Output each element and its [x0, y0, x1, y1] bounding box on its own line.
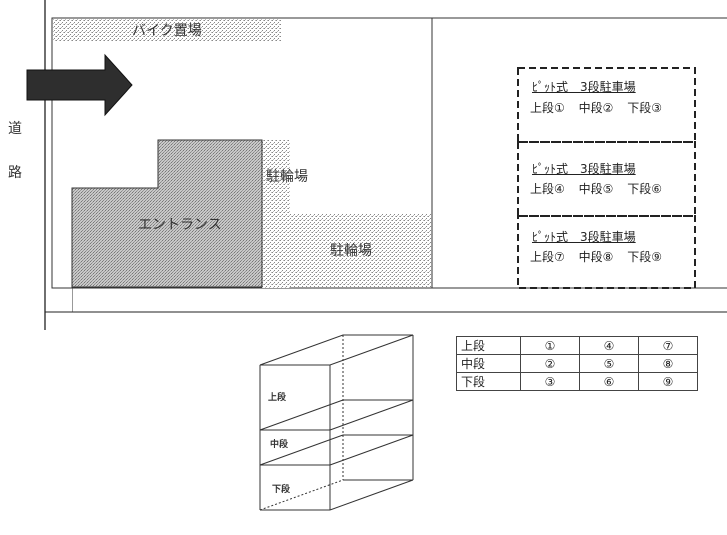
- table-cell: ②: [520, 354, 580, 373]
- three-level-box-diagram: [259, 334, 414, 511]
- inner-drive-line: [72, 288, 73, 312]
- table-row-header: 下段: [456, 372, 521, 391]
- parking-unit-slots-3: 上段⑦ 中段⑧ 下段⑨: [530, 248, 672, 265]
- table-row: 上段 ① ④ ⑦: [456, 336, 698, 355]
- slot-label: 中段⑤: [578, 182, 614, 196]
- parking-unit-box-3: [517, 215, 696, 289]
- arrow-icon: [26, 53, 133, 117]
- level-label-middle: 中段: [270, 440, 289, 450]
- road-label-1: 道: [8, 121, 22, 137]
- entrance-area: [71, 139, 263, 288]
- site-outline: [51, 17, 433, 289]
- parking-unit-title-3: ﾋﾟｯﾄ式 3段駐車場: [532, 230, 636, 244]
- parking-unit-box-2: [517, 141, 696, 217]
- slot-label: 下段⑨: [627, 250, 662, 264]
- table-cell: ⑤: [579, 354, 639, 373]
- bicycle-parking-label-1: 駐輪場: [266, 169, 308, 185]
- table-cell: ④: [579, 336, 639, 355]
- table-cell: ①: [520, 336, 580, 355]
- bike-parking-label: バイク置場: [132, 23, 202, 39]
- table-cell: ⑨: [638, 372, 698, 391]
- slot-table: 上段 ① ④ ⑦ 中段 ② ⑤ ⑧ 下段 ③ ⑥ ⑨: [456, 336, 698, 391]
- slot-label: 上段④: [530, 182, 565, 196]
- table-cell: ⑦: [638, 336, 698, 355]
- slot-label: 中段⑧: [578, 250, 614, 264]
- parking-unit-slots-2: 上段④ 中段⑤ 下段⑥: [530, 180, 672, 197]
- table-row-header: 中段: [456, 354, 521, 373]
- parking-unit-title-1: ﾋﾟｯﾄ式 3段駐車場: [532, 80, 636, 94]
- bicycle-parking-area-2: [290, 214, 431, 287]
- slot-label: 中段②: [578, 101, 614, 115]
- parking-unit-title-2: ﾋﾟｯﾄ式 3段駐車場: [532, 162, 636, 176]
- table-cell: ③: [520, 372, 580, 391]
- table-cell: ⑧: [638, 354, 698, 373]
- table-row: 下段 ③ ⑥ ⑨: [456, 372, 698, 391]
- table-cell: ⑥: [579, 372, 639, 391]
- parking-unit-slots-1: 上段① 中段② 下段③: [530, 99, 672, 116]
- table-row-header: 上段: [456, 336, 521, 355]
- parking-unit-box-1: [517, 67, 696, 143]
- slot-label: 上段①: [530, 101, 565, 115]
- bicycle-parking-label-2: 駐輪場: [330, 243, 372, 259]
- slot-label: 下段⑥: [627, 182, 662, 196]
- slot-label: 上段⑦: [530, 250, 565, 264]
- level-label-upper: 上段: [268, 393, 287, 403]
- bike-parking-area: [53, 19, 281, 42]
- bicycle-parking-area-1: [262, 140, 290, 288]
- table-row: 中段 ② ⑤ ⑧: [456, 354, 698, 373]
- level-label-lower: 下段: [272, 485, 291, 495]
- slot-label: 下段③: [627, 101, 662, 115]
- road-label-2: 路: [8, 165, 22, 181]
- entrance-label: エントランス: [138, 217, 222, 233]
